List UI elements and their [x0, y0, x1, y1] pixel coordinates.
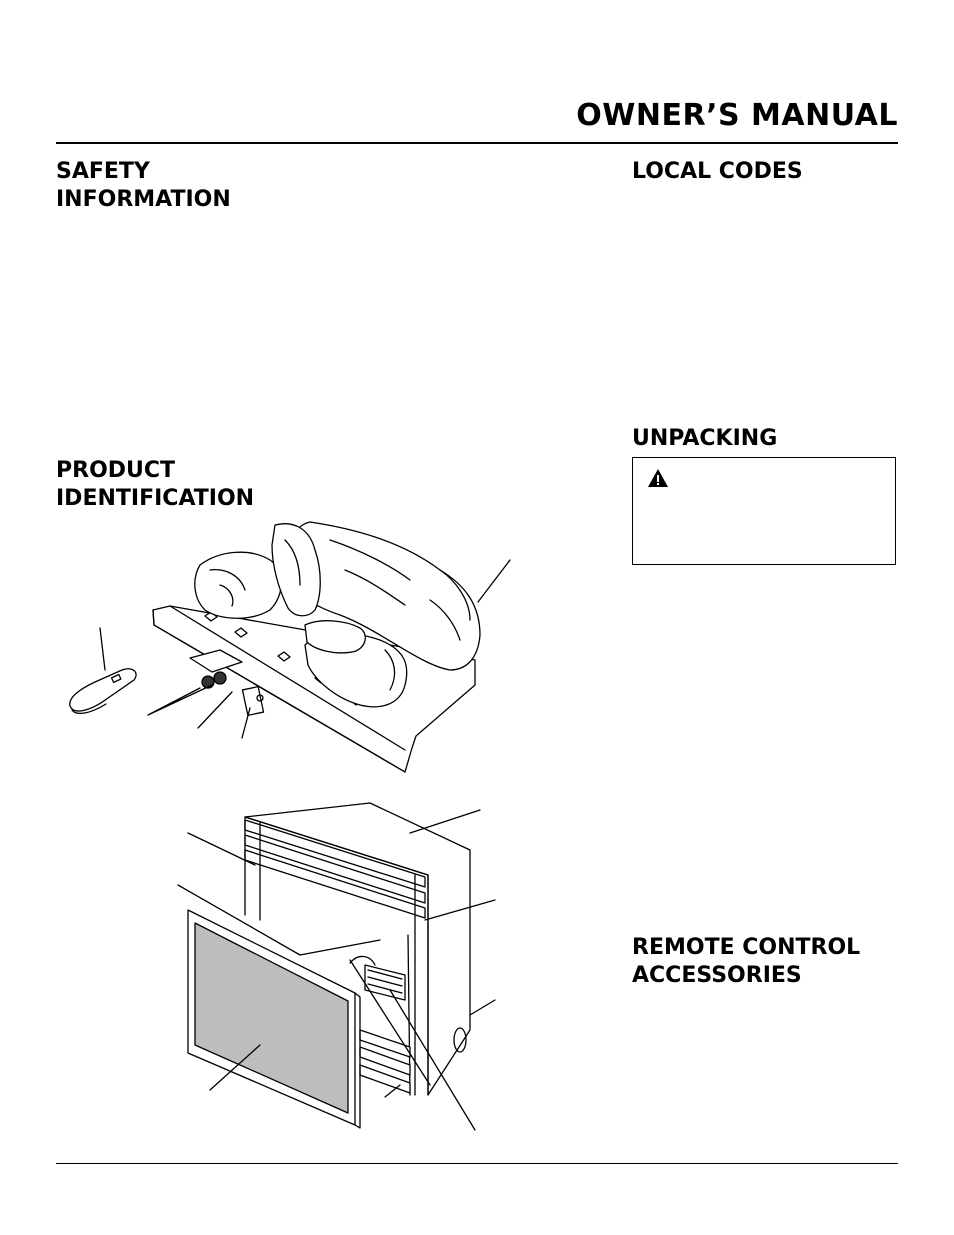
remote-heading-line1: REMOTE CONTROL [632, 935, 861, 960]
control-valve [189, 649, 243, 673]
safety-heading-line2: INFORMATION [56, 187, 231, 212]
header-rule [56, 142, 898, 144]
remote-accessories-heading: REMOTE CONTROL ACCESSORIES [632, 934, 860, 990]
glass-panel [194, 922, 349, 1114]
local-codes-heading: LOCAL CODES [632, 159, 803, 184]
safety-heading: SAFETY INFORMATION [56, 158, 231, 214]
safety-heading-line1: SAFETY [56, 159, 150, 184]
remote-heading-line2: ACCESSORIES [632, 963, 802, 988]
page-title: OWNER’S MANUAL [576, 98, 898, 133]
warning-box [632, 457, 896, 565]
gas-log-set-illustration [69, 521, 511, 773]
product-heading-line2: IDENTIFICATION [56, 486, 255, 511]
product-heading-line1: PRODUCT [56, 458, 176, 483]
firebox-glass-door-illustration [177, 802, 496, 1131]
remote-transmitter [69, 668, 137, 712]
small-log [304, 620, 366, 654]
unpacking-heading: UNPACKING [632, 426, 778, 451]
product-heading: PRODUCT IDENTIFICATION [56, 457, 254, 513]
left-log [194, 551, 282, 619]
upright-log [271, 523, 321, 617]
footer-rule [56, 1163, 898, 1164]
warning-triangle-icon [648, 469, 668, 487]
